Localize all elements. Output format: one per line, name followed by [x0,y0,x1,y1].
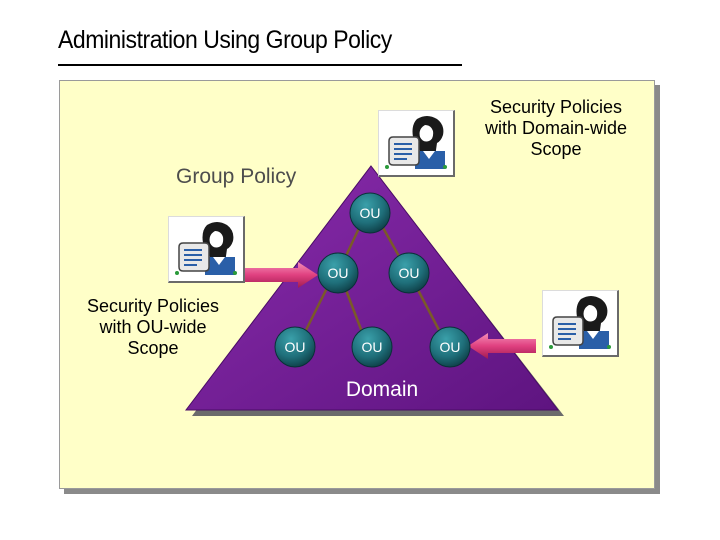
ou-node-bottom-left: OU [274,326,316,368]
connector-left-ou4 [344,289,364,333]
caption-line: Security Policies [489,97,623,117]
ou-label: OU [285,339,306,355]
ou-label: OU [360,205,381,221]
domain-scope-caption: Security Policies with Domain-wide Scope [468,97,644,160]
ou-node-left: OU [317,252,359,294]
connector-root-right [380,225,402,259]
policy-admin-icon [168,216,245,283]
connector-right-ou5 [415,287,442,333]
connector-root-left [343,225,362,259]
domain-label: Domain [346,378,418,401]
slide-title: Administration Using Group Policy [58,26,392,54]
ou-node-bottom-right: OU [429,326,471,368]
policy-admin-icon [542,290,619,357]
policy-admin-icon [378,110,455,177]
caption-line: Security Policies [86,296,220,316]
caption-line: Scope [127,338,179,358]
caption-line: Scope [530,139,582,159]
ou-node-bottom-middle: OU [351,326,393,368]
group-policy-label: Group Policy [176,165,297,188]
ou-label: OU [440,339,461,355]
ou-label: OU [399,265,420,281]
caption-line: with OU-wide [99,317,207,337]
ou-label: OU [328,265,349,281]
ou-node-right: OU [388,252,430,294]
arrow-to-ou [238,262,318,288]
ou-scope-caption: Security Policies with OU-wide Scope [64,296,242,359]
title-underline [58,64,462,66]
caption-line: with Domain-wide [484,118,628,138]
connector-left-ou3 [303,287,329,333]
ou-node-root: OU [349,192,391,234]
arrow-from-ou [468,333,536,359]
ou-label: OU [362,339,383,355]
